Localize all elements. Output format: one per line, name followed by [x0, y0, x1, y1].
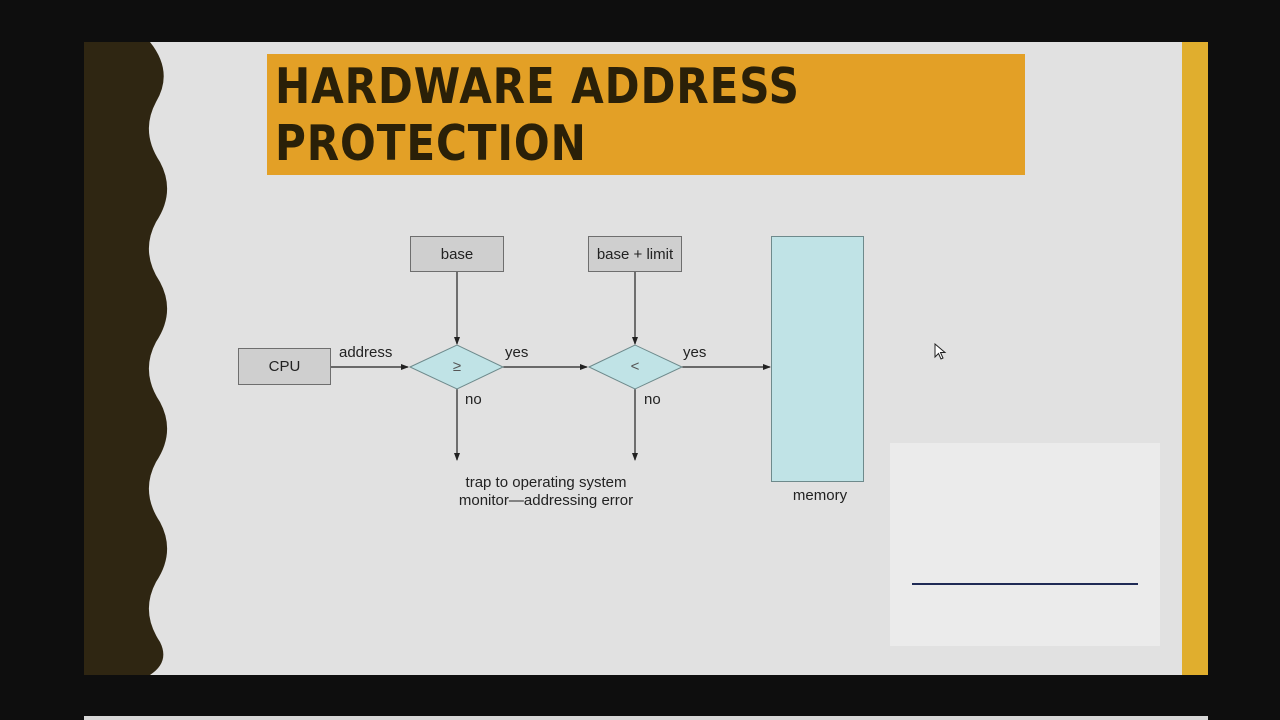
- trap-line-1: trap to operating system: [465, 474, 627, 491]
- trap-label: trap to operating system monitor—address…: [440, 474, 652, 510]
- comparator-lt-symbol: <: [630, 358, 640, 375]
- address-label: address: [339, 344, 393, 361]
- base-limit-label: base + limit: [596, 245, 674, 263]
- blank-panel: [890, 443, 1160, 646]
- flow-diagram: [331, 272, 771, 461]
- no-label-lt: no: [644, 391, 661, 408]
- base-label: base: [440, 245, 474, 263]
- no-label-ge: no: [465, 391, 482, 408]
- title-banner: HARDWARE ADDRESS PROTECTION: [267, 54, 1025, 175]
- bottom-bar: [84, 716, 1208, 720]
- trap-line-2: monitor—addressing error: [458, 492, 634, 509]
- comparator-lt-diamond: [587, 344, 684, 390]
- comparator-ge-symbol: ≥: [452, 358, 462, 375]
- title-line-1: HARDWARE ADDRESS: [275, 58, 800, 115]
- yes-label-lt: yes: [683, 344, 707, 361]
- cpu-box: CPU: [238, 348, 331, 385]
- slide: HARDWARE ADDRESS PROTECTION CPU base bas…: [84, 42, 1208, 675]
- cpu-label: CPU: [268, 358, 301, 375]
- panel-divider-line: [912, 583, 1138, 585]
- yes-label-ge: yes: [505, 344, 529, 361]
- mouse-pointer-icon: [934, 343, 947, 360]
- slide-title: HARDWARE ADDRESS PROTECTION: [275, 58, 800, 172]
- base-limit-box: base + limit: [588, 236, 682, 272]
- memory-box: [771, 236, 864, 482]
- memory-label: memory: [792, 487, 848, 504]
- base-box: base: [410, 236, 504, 272]
- right-accent-stripe: [1182, 42, 1208, 675]
- comparator-ge-diamond: [408, 344, 505, 390]
- left-wavy-band: [84, 42, 168, 675]
- title-line-2: PROTECTION: [275, 115, 587, 172]
